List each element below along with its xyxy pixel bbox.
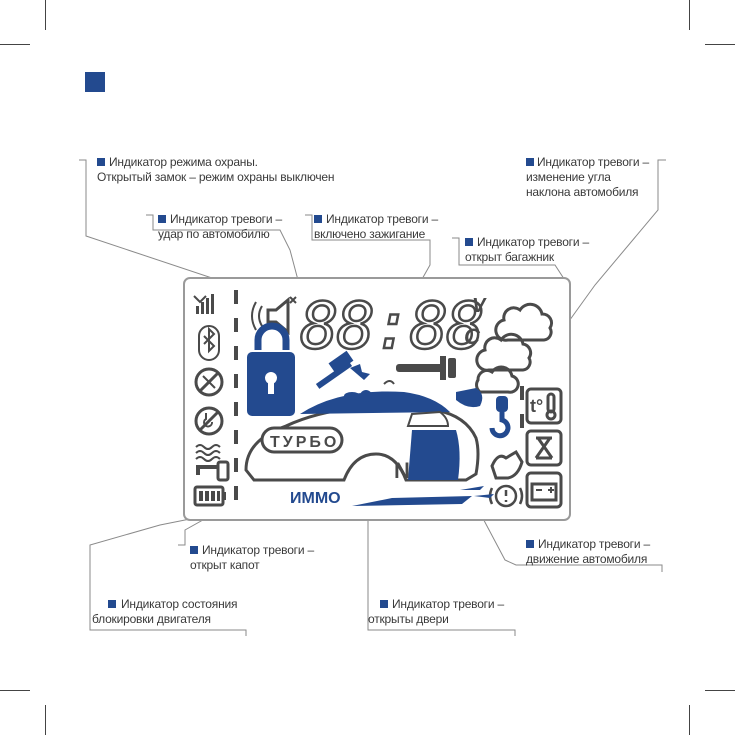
label-trunk: Индикатор тревоги – открыт багажник (465, 235, 589, 265)
hammer-icon (315, 350, 370, 389)
no-hook-icon (194, 406, 224, 436)
trunk-indicator (456, 388, 483, 408)
label-immo-state: Индикатор состояния блокировки двигателя (92, 597, 237, 627)
label-shock-line1: Индикатор тревоги – (170, 212, 282, 226)
leader-shock (146, 214, 321, 364)
label-guard-mode-line1: Индикатор режима охраны. (109, 155, 258, 169)
hand-icon (490, 449, 524, 480)
waves-icon (195, 444, 221, 462)
crop-mark (0, 690, 30, 691)
label-shock-line2: удар по автомобилю (158, 227, 270, 241)
motion-indicator (352, 486, 494, 506)
label-motion-line2: движение автомобиля (526, 552, 648, 566)
label-tilt-line1: Индикатор тревоги – (537, 155, 649, 169)
celsius-unit: C (464, 324, 481, 349)
left-dashes (234, 290, 238, 500)
thermo-label: t° (530, 396, 543, 416)
volt-unit: V (472, 295, 487, 317)
car-battery-icon (525, 471, 563, 509)
label-hood: Индикатор тревоги – открыт капот (190, 543, 314, 573)
crop-mark (0, 44, 30, 45)
thermometer-icon (525, 387, 563, 425)
label-guard-mode: Индикатор режима охраны. Открытый замок … (97, 155, 335, 185)
label-tilt-line3: наклона автомобиля (526, 185, 639, 199)
label-doors-line1: Индикатор тревоги – (392, 597, 504, 611)
crop-mark (705, 690, 735, 691)
car-icon: ТУРБО N (244, 380, 483, 483)
label-motion: Индикатор тревоги – движение автомобиля (526, 537, 650, 567)
signal-icon (193, 294, 214, 314)
bluetooth-icon (198, 325, 220, 361)
label-doors: Индикатор тревоги – открыты двери (368, 597, 504, 627)
leader-immo (89, 499, 286, 636)
crop-mark (45, 705, 46, 735)
label-tilt-line2: изменение угла (526, 170, 611, 184)
door-indicator (408, 430, 460, 480)
clock-display: 88:88 (300, 290, 483, 364)
no-tools-icon (194, 367, 224, 397)
label-ignition-line2: включено зажигание (314, 227, 426, 241)
key-icon (196, 460, 230, 482)
label-immo-line1: Индикатор состояния (121, 597, 238, 611)
speaker-mute-icon (251, 296, 297, 336)
label-motion-line1: Индикатор тревоги – (538, 537, 650, 551)
crop-mark (705, 44, 735, 45)
crop-mark (689, 705, 690, 735)
label-doors-line2: открыты двери (368, 612, 449, 626)
label-trunk-line1: Индикатор тревоги – (477, 235, 589, 249)
label-trunk-line2: открыт багажник (465, 250, 554, 264)
leader-motion (469, 493, 663, 572)
right-dashes (520, 386, 524, 428)
wrench-icon (396, 356, 456, 380)
crop-mark (689, 0, 690, 30)
label-ignition-line1: Индикатор тревоги – (326, 212, 438, 226)
label-ignition: Индикатор тревоги – включено зажигание (314, 212, 438, 242)
lock-open-icon (247, 322, 295, 416)
label-hood-line1: Индикатор тревоги – (202, 543, 314, 557)
label-guard-mode-line2: Открытый замок – режим охраны выключен (97, 170, 335, 184)
crop-mark (45, 0, 46, 30)
battery-icon (193, 485, 226, 507)
turbo-label: ТУРБО (270, 434, 339, 451)
hourglass-icon (525, 429, 563, 467)
label-shock: Индикатор тревоги – удар по автомобилю (158, 212, 282, 242)
immo-label: ИММО (290, 490, 341, 507)
hook-icon (489, 396, 511, 439)
label-hood-line2: открыт капот (190, 558, 260, 572)
label-immo-line2: блокировки двигателя (92, 612, 211, 626)
label-tilt: Индикатор тревоги – изменение угла накло… (526, 155, 649, 200)
section-marker (85, 72, 105, 92)
gear-indicator: N (394, 458, 410, 483)
